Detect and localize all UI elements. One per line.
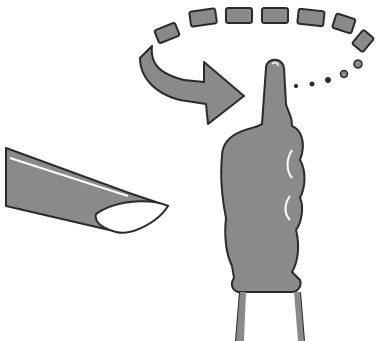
wrist-arm	[236, 292, 304, 341]
rotation-dot	[341, 71, 348, 78]
rotation-arrow-icon	[140, 8, 374, 124]
rotation-dot	[294, 84, 298, 88]
rotation-dash	[226, 8, 252, 23]
rotation-dot	[325, 77, 331, 83]
rotation-dash	[189, 8, 217, 26]
rotation-dash	[332, 13, 356, 33]
rotation-dash	[297, 9, 324, 27]
rotation-dot	[354, 60, 362, 68]
rotation-dot	[310, 82, 315, 87]
rotation-dash	[262, 8, 288, 23]
rotation-dash	[352, 30, 374, 53]
rotation-dash	[154, 22, 180, 43]
pipette-tip-icon	[6, 148, 168, 233]
rotation-arrow	[140, 46, 244, 124]
